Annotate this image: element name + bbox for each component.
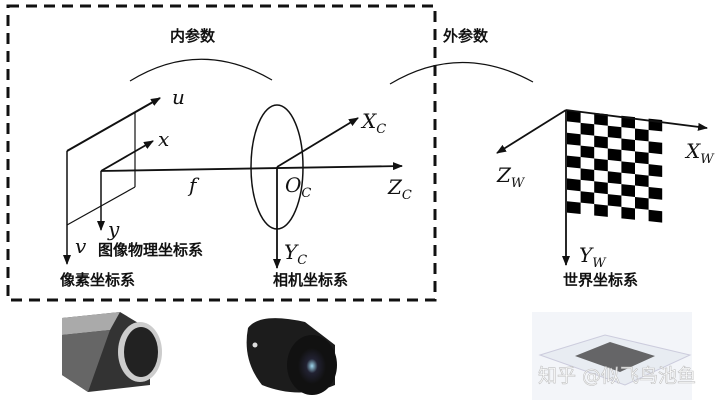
checker-square bbox=[621, 184, 636, 197]
checker-square bbox=[621, 161, 636, 175]
checker-square bbox=[567, 178, 581, 192]
checker-square bbox=[607, 194, 622, 207]
world-cs-label: 世界坐标系 bbox=[563, 271, 638, 289]
checker-square bbox=[635, 151, 649, 165]
camera-cs-label: 相机坐标系 bbox=[273, 271, 348, 289]
pixel-cs-label: 像素坐标系 bbox=[60, 271, 135, 289]
intrinsic-arc bbox=[129, 58, 273, 82]
oc-label: OC bbox=[285, 173, 311, 201]
f-label: f bbox=[187, 173, 200, 197]
checker-square bbox=[648, 186, 663, 200]
checker-square bbox=[607, 148, 622, 162]
checkerboard bbox=[567, 110, 663, 223]
checker-square bbox=[580, 191, 595, 205]
zw-label: ZW bbox=[496, 163, 526, 191]
checker-square bbox=[594, 112, 608, 126]
xc-axis bbox=[276, 117, 359, 168]
checker-square bbox=[594, 181, 608, 195]
industrial-camera-photo bbox=[62, 312, 162, 392]
v-label: v bbox=[75, 234, 87, 258]
u-label: u bbox=[172, 85, 185, 109]
zw-axis bbox=[496, 109, 567, 154]
intrinsic-label: 内参数 bbox=[170, 27, 216, 45]
checker-square bbox=[567, 110, 581, 123]
checker-square bbox=[621, 138, 636, 152]
checker-square bbox=[567, 201, 581, 215]
checker-square bbox=[607, 171, 622, 185]
checker-square bbox=[580, 122, 595, 136]
zc-label: ZC bbox=[387, 175, 412, 203]
checker-square bbox=[635, 174, 649, 187]
watermark: 知乎 @似飞鸟池鱼 bbox=[538, 365, 696, 387]
yc-label: YC bbox=[284, 240, 307, 268]
checker-square bbox=[648, 209, 663, 223]
checker-square bbox=[594, 135, 608, 149]
checker-square bbox=[594, 158, 608, 172]
image-physical-cs-label: 图像物理坐标系 bbox=[98, 241, 203, 259]
x-axis bbox=[100, 140, 154, 172]
checker-square bbox=[580, 168, 595, 182]
checker-square bbox=[648, 141, 663, 155]
lens-photo bbox=[246, 318, 337, 395]
checker-square bbox=[635, 128, 649, 142]
y-label: y bbox=[107, 217, 120, 241]
extrinsic-arc bbox=[389, 61, 534, 85]
intrinsic-dashed-box bbox=[6, 4, 437, 302]
checker-square bbox=[607, 125, 622, 139]
calibration-plate-photo bbox=[532, 312, 692, 400]
checker-square bbox=[594, 204, 608, 217]
checker-square bbox=[580, 145, 595, 159]
x-label: x bbox=[158, 127, 169, 151]
checker-square bbox=[648, 164, 663, 178]
xc-label: XC bbox=[360, 109, 386, 137]
checker-square bbox=[567, 132, 581, 146]
checker-square bbox=[567, 155, 581, 169]
checker-square bbox=[635, 196, 649, 210]
yw-label: YW bbox=[579, 243, 607, 271]
extrinsic-label: 外参数 bbox=[442, 27, 489, 45]
xw-axis bbox=[565, 109, 708, 131]
u-axis bbox=[66, 97, 161, 152]
checker-square bbox=[621, 206, 636, 220]
xw-label: XW bbox=[684, 139, 715, 167]
